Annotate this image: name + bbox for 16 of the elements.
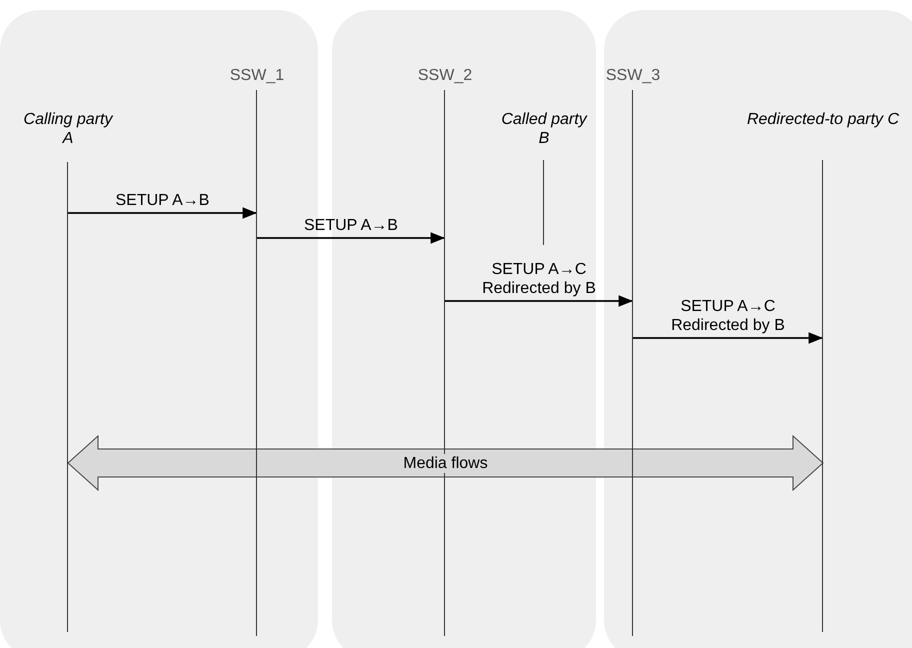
switch-label: SSW_1 [228, 66, 286, 85]
edge-label: SETUP A→B [303, 216, 399, 235]
edge-label: SETUP A→C Redirected by B [670, 297, 786, 335]
switch-label: SSW_2 [416, 66, 474, 85]
party-label: Redirected-to party C [746, 110, 900, 129]
message-arrow [257, 232, 445, 244]
message-arrow [68, 207, 257, 219]
switch-label: SSW_3 [604, 66, 662, 85]
party-label: Calling party A [22, 110, 114, 148]
block-arrow [67, 434, 824, 492]
message-arrow [445, 295, 633, 307]
party-label: Called party B [500, 110, 588, 148]
panel-background [604, 10, 912, 648]
message-arrow [633, 332, 823, 344]
edge-label: SETUP A→C Redirected by B [481, 260, 597, 298]
edge-label: SETUP A→B [114, 191, 210, 210]
